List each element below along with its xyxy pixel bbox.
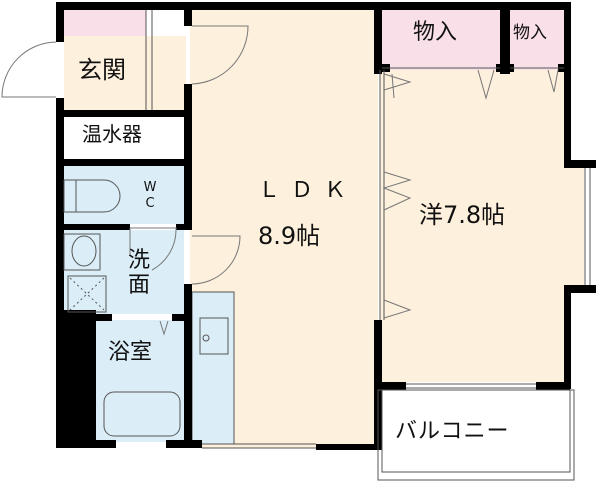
washroom-floor xyxy=(64,230,184,314)
western-room-label: 洋7.8帖 xyxy=(419,201,506,229)
bay-window-floor xyxy=(568,165,584,285)
walls xyxy=(56,2,596,450)
closet-large-floor xyxy=(382,8,500,70)
washroom-label-1: 洗 xyxy=(128,248,151,273)
water-heater-label: 温水器 xyxy=(82,122,142,146)
balcony-label: バルコニー xyxy=(395,419,510,444)
door-swings xyxy=(1,25,559,336)
entrance-label: 玄関 xyxy=(78,56,126,84)
closet-small-label: 物入 xyxy=(513,23,547,43)
toilet-label: W C xyxy=(143,180,157,211)
fixtures xyxy=(63,179,575,481)
toilet-label-w: W xyxy=(143,180,157,195)
kitchen-counter xyxy=(191,291,235,445)
toilet-floor xyxy=(64,166,184,224)
closet-small-floor xyxy=(510,8,565,70)
washroom-label-2: 面 xyxy=(128,273,151,299)
bathroom-floor xyxy=(96,320,184,442)
windows-and-partitions xyxy=(145,10,591,449)
western-room-floor xyxy=(380,70,570,382)
entrance-floor xyxy=(64,36,186,110)
heater-floor xyxy=(64,117,184,159)
bathroom-label: 浴室 xyxy=(108,340,153,365)
entrance-shoe-area xyxy=(64,10,146,36)
washroom-label: 洗 面 xyxy=(128,248,154,299)
ldk-size-label: 8.9帖 xyxy=(258,222,321,250)
toilet-label-c: C xyxy=(145,195,155,211)
ldk-label: ＬＤＫ xyxy=(258,178,358,203)
closet-large-label: 物入 xyxy=(413,20,458,45)
